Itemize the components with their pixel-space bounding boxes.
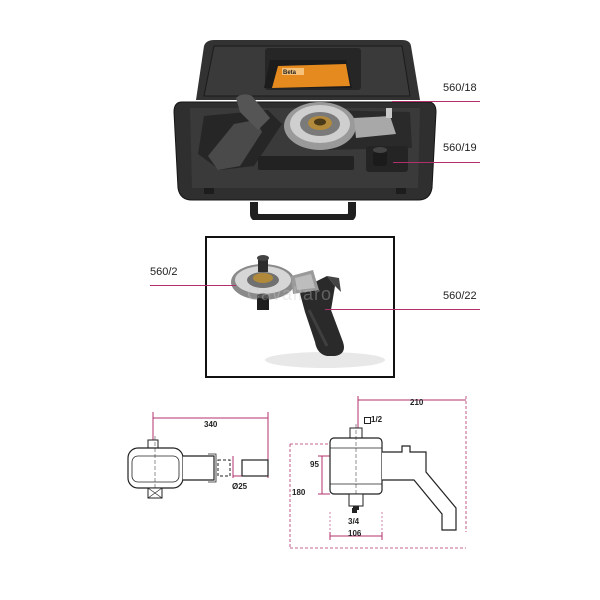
- drawing-right-height-small: 95: [310, 460, 319, 469]
- tool-right-label: 560/22: [443, 290, 477, 302]
- tool-right-leader: [325, 309, 480, 310]
- square-drive-icon: [364, 417, 371, 424]
- drawing-right-width: 210: [410, 398, 424, 407]
- drawing-right-depth: 106: [348, 529, 362, 538]
- case-illustration: Beta: [173, 40, 437, 220]
- case-brand-logo: Beta: [283, 70, 297, 76]
- case-top-leader: [392, 101, 480, 102]
- case-top-label: 560/18: [443, 82, 477, 94]
- case-photo: Beta: [170, 38, 440, 220]
- drawing-left-lines: [127, 412, 269, 499]
- drawing-right-output-drive: 3/4: [348, 517, 360, 526]
- tool-left-label: 560/2: [150, 266, 178, 278]
- tool-photo-frame: Cavallaro: [205, 236, 395, 378]
- case-right-label: 560/19: [443, 142, 477, 154]
- drawing-left-length: 340: [204, 420, 218, 429]
- drawing-left: 340 Ø25: [118, 400, 288, 510]
- tool-illustration: [231, 255, 385, 368]
- drawing-left-diameter: Ø25: [232, 482, 248, 491]
- watermark: Cavallaro: [247, 284, 333, 304]
- tool-left-leader: [150, 285, 236, 286]
- case-right-leader: [393, 162, 480, 163]
- drawing-right: 210 1/2 95 180 3/4 106: [286, 392, 478, 552]
- drawing-right-height: 180: [292, 488, 306, 497]
- square-drive-filled-icon: [352, 508, 357, 513]
- drawing-right-input-drive: 1/2: [371, 415, 383, 424]
